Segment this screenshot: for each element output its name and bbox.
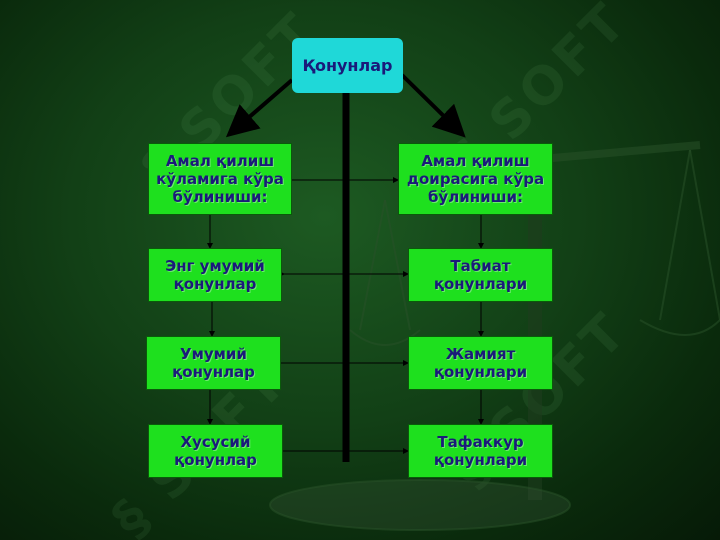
left-box-most-general: Энг умумий қонунлар xyxy=(148,248,282,302)
arrow-right xyxy=(400,73,466,138)
left-box-specific: Хусусий қонунлар xyxy=(148,424,283,478)
root-node: Қонунлар xyxy=(292,38,403,93)
left-box-general: Умумий қонунлар xyxy=(146,336,281,390)
left-box-criteria: Амал қилиш кўламига кўра бўлиниши: xyxy=(148,143,292,215)
right-box-nature: Табиат қонунлари xyxy=(408,248,553,302)
right-box-society: Жамият қонунлари xyxy=(408,336,553,390)
right-box-criteria: Амал қилиш доирасига кўра бўлиниши: xyxy=(398,143,553,215)
right-box-thinking: Тафаккур қонунлари xyxy=(408,424,553,478)
arrow-left xyxy=(225,78,294,138)
